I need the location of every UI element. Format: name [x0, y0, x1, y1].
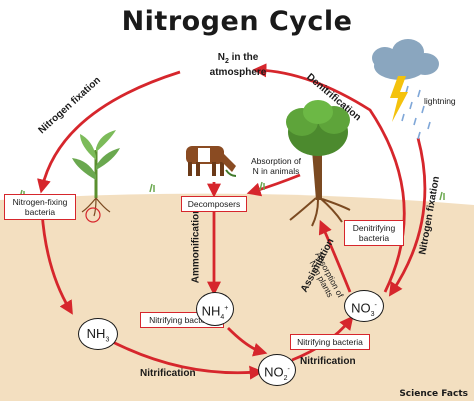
- compound-no3: NO3-: [344, 290, 384, 322]
- lightning-label: lightning: [424, 96, 456, 106]
- cow-icon: [186, 146, 237, 177]
- absorption-animals-line1: Absorption of: [250, 156, 302, 166]
- process-nitrification-left: Nitrification: [140, 368, 196, 379]
- compound-nh3: NH3: [78, 318, 118, 350]
- compound-no2: NO2-: [258, 354, 296, 386]
- atmosphere-line2: atmosphere: [209, 67, 267, 78]
- process-ammonification: Ammonification: [190, 207, 202, 284]
- arrow-nh4-to-no2: [227, 327, 268, 357]
- arrow-nitrification-left: [104, 336, 264, 380]
- no3-sub: 3: [370, 310, 375, 318]
- arrow-fixing-bacteria-to-nh3: [40, 211, 73, 315]
- arrow-nitrogen-fixation-left: [37, 70, 181, 194]
- process-nitrification-right: Nitrification: [300, 356, 356, 367]
- no2-sub: 2: [283, 374, 288, 382]
- no3-base: NO: [351, 300, 371, 316]
- atmosphere-label: N2 in the atmosphere: [183, 52, 293, 78]
- n2-subscript: 2: [224, 58, 229, 65]
- site-logo: Science Facts: [399, 389, 468, 399]
- compound-nh4: NH4+: [196, 292, 234, 326]
- plant-icon: [72, 130, 120, 223]
- box-decomposers: Decomposers: [181, 196, 247, 212]
- no2-sup: -: [287, 366, 290, 373]
- rain-cloud-icon: [372, 39, 439, 80]
- no3-sup: -: [374, 302, 377, 309]
- nh4-sup: +: [224, 305, 229, 312]
- n2-symbol: N: [217, 52, 225, 63]
- page-title: Nitrogen Cycle: [121, 6, 353, 37]
- lightning-bolt-icon: [390, 76, 408, 122]
- nh3-base: NH: [86, 326, 106, 341]
- nh4-sub: 4: [220, 313, 225, 321]
- rain-drops-icon: [401, 85, 431, 140]
- nh4-base: NH: [201, 303, 221, 319]
- absorption-animals-label: Absorption of N in animals: [244, 156, 308, 176]
- atmosphere-line1: in the: [228, 52, 259, 63]
- arrow-plant-to-decomposers: [246, 173, 301, 197]
- box-nitrifying-bacteria-right: Nitrifying bacteria: [290, 334, 370, 350]
- absorption-animals-line2: N in animals: [252, 166, 300, 176]
- no2-base: NO: [264, 364, 284, 380]
- arrow-nitrogen-fixation-right: [388, 137, 427, 297]
- arrow-assimilation: [318, 219, 352, 293]
- tree-icon: [286, 100, 351, 227]
- nh3-sub: 3: [105, 336, 110, 344]
- box-nitrogen-fixing-bacteria: Nitrogen-fixing bacteria: [4, 194, 76, 220]
- box-denitrifying-bacteria: Denitrifying bacteria: [344, 220, 404, 246]
